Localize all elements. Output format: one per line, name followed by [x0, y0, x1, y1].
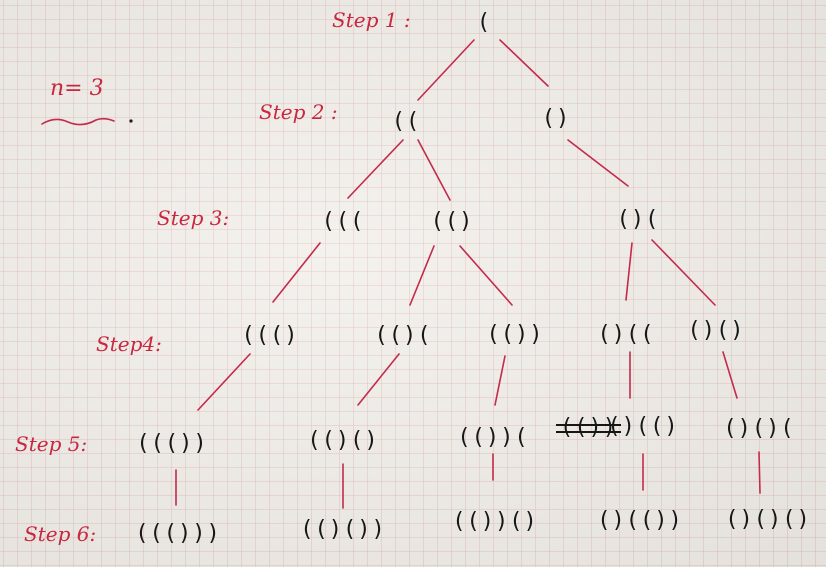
- edge-l3c-l4e: [651, 239, 716, 306]
- node-l2-a: ((: [391, 109, 421, 134]
- node-l6-c: (())(): [452, 509, 538, 534]
- node-l6-a: ((())): [135, 521, 221, 546]
- node-l3-b: ((): [430, 209, 474, 234]
- node-l4-d: ()((: [597, 322, 655, 347]
- n-equals-label: n= 3: [50, 76, 104, 101]
- node-l2-b: (): [541, 106, 571, 131]
- edge-l2b-l3c: [567, 139, 629, 187]
- edge-root-l2b: [499, 39, 549, 87]
- node-l5-a: ((()): [136, 431, 208, 456]
- step-6-label: Step 6:: [24, 522, 97, 546]
- edge-l5e-l6e: [758, 451, 761, 494]
- edge-l4a-l5a: [197, 353, 251, 411]
- step-1-label: Step 1 :: [332, 8, 411, 32]
- node-l4-b: (()(: [374, 323, 432, 348]
- node-l6-e: ()()(): [725, 507, 811, 532]
- edge-l2a-l3a: [347, 139, 404, 199]
- edge-l3b-l4b: [409, 245, 435, 306]
- edge-l3b-l4c: [459, 245, 513, 306]
- step-5-label: Step 5:: [15, 432, 88, 456]
- node-l5-d: ()((): [607, 414, 679, 439]
- node-l6-b: (()()): [300, 517, 386, 542]
- node-l3-a: (((: [321, 209, 365, 234]
- node-l5-b: (()(): [307, 428, 379, 453]
- node-l6-d: ()(()): [597, 508, 683, 533]
- node-l5-e: ()()(: [723, 416, 795, 441]
- edge-l3c-l4d: [625, 242, 633, 301]
- step-3-label: Step 3:: [157, 206, 230, 230]
- step-2-label: Step 2 :: [259, 100, 338, 124]
- node-l4-e: ()(): [687, 318, 745, 343]
- edge-l4c-l5c: [494, 355, 506, 406]
- edge-l4b-l5b: [357, 353, 400, 406]
- n-underline-squiggle: [41, 117, 115, 126]
- edge-root-l2a: [417, 39, 475, 101]
- node-l4-a: (((): [241, 323, 299, 348]
- node-l4-c: (()): [486, 322, 544, 347]
- node-l3-c: ()(: [616, 207, 660, 232]
- edge-l3a-l4a: [272, 242, 321, 303]
- n-dot: [129, 119, 133, 123]
- edge-l2a-l3b: [417, 139, 451, 201]
- node-l5-c: (())(: [457, 425, 529, 450]
- step-4-label: Step4:: [96, 332, 162, 356]
- node-root: (: [476, 10, 492, 35]
- crossed-out-node: (()): [556, 415, 621, 440]
- edge-l4e-l5e: [722, 351, 738, 399]
